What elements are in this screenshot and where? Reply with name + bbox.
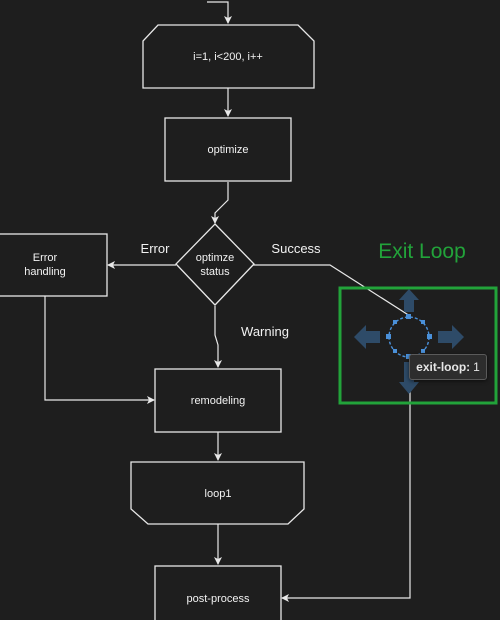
arrow-left-icon[interactable] — [354, 325, 380, 349]
resize-handle-top-right[interactable] — [421, 320, 425, 324]
error-handling-label-line1: Error — [33, 252, 58, 264]
resize-handle-bottom-left[interactable] — [393, 349, 397, 353]
edge-optimize-to-decision[interactable] — [211, 182, 229, 224]
decision-node[interactable]: optimze status — [175, 223, 255, 306]
resize-handle-top[interactable] — [406, 314, 411, 319]
edge-label-error: Error — [141, 241, 171, 256]
edge-label-warning: Warning — [241, 324, 289, 339]
error-handling-node[interactable]: Error handling — [0, 233, 108, 297]
resize-handle-right[interactable] — [427, 334, 432, 339]
optimize-node[interactable]: optimize — [164, 117, 292, 182]
post-process-node[interactable]: post-process — [154, 565, 282, 620]
exit-loop-title: Exit Loop — [378, 240, 466, 263]
edge-decision-to-exit[interactable] — [253, 264, 411, 317]
optimize-label: optimize — [208, 144, 249, 156]
loop1-node[interactable]: loop1 — [130, 461, 305, 525]
loop1-label: loop1 — [205, 488, 232, 500]
edge-decision-to-remodeling[interactable] — [214, 306, 222, 368]
resize-handle-top-left[interactable] — [393, 320, 397, 324]
post-process-label: post-process — [187, 593, 250, 605]
loop-header-node[interactable]: i=1, i<200, i++ — [142, 24, 315, 89]
remodeling-label: remodeling — [191, 395, 245, 407]
edge-label-success: Success — [271, 241, 321, 256]
error-handling-label-line2: handling — [24, 266, 66, 278]
exit-loop-node[interactable] — [354, 289, 464, 394]
loop-header-label: i=1, i<200, i++ — [193, 51, 263, 63]
decision-label-line1: optimze — [196, 252, 235, 264]
edge-error-to-remodeling[interactable] — [44, 296, 155, 404]
remodeling-node[interactable]: remodeling — [154, 368, 282, 433]
exit-loop-tooltip: exit-loop: 1 — [409, 354, 487, 380]
edge-incoming-to-loop[interactable] — [207, 1, 232, 24]
resize-handle-left[interactable] — [386, 334, 391, 339]
exit-loop-highlight-box — [338, 286, 498, 405]
resize-handle-bottom[interactable] — [406, 354, 411, 359]
edge-exit-to-postprocess[interactable] — [281, 355, 411, 602]
tooltip-key: exit-loop: — [416, 360, 471, 374]
arrow-up-icon[interactable] — [399, 289, 419, 312]
decision-label-line2: status — [200, 266, 230, 278]
resize-handle-bottom-right[interactable] — [421, 349, 425, 353]
tooltip-value: 1 — [473, 360, 480, 374]
arrow-right-icon[interactable] — [438, 325, 464, 349]
